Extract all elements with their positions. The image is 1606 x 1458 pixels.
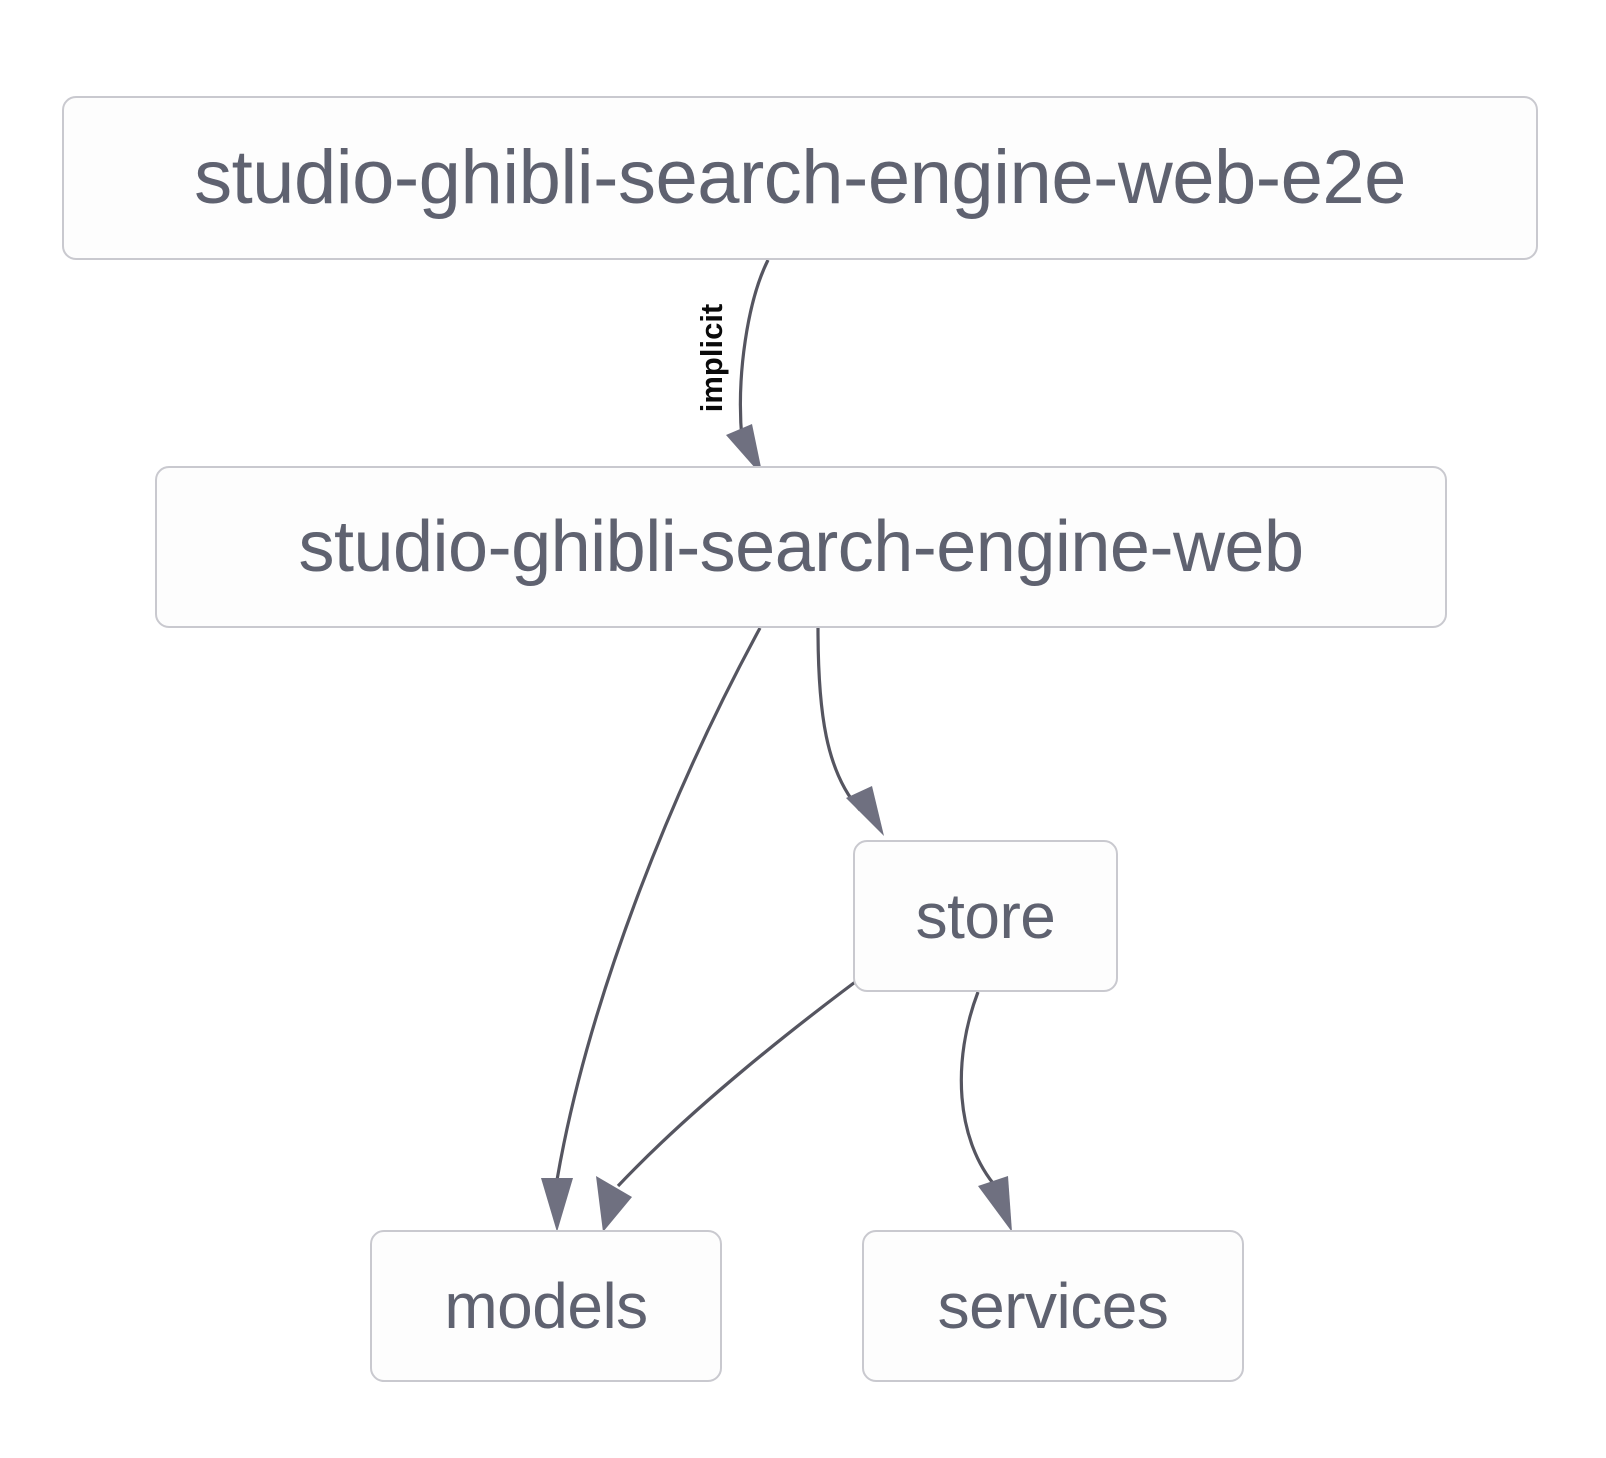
node-studio-ghibli-search-engine-web[interactable]: studio-ghibli-search-engine-web [155,466,1447,628]
edge-root-to-web[interactable]: implicit [694,259,770,477]
edge-web-to-models[interactable] [541,627,762,1232]
node-studio-ghibli-search-engine-web-e2e[interactable]: studio-ghibli-search-engine-web-e2e [62,96,1538,260]
node-label: services [937,1270,1169,1342]
edge-web-to-store-path [816,627,862,812]
edge-web-to-store-arrowhead [846,786,884,836]
edge-root-to-web-path [738,259,770,441]
node-store[interactable]: store [853,840,1118,992]
edge-store-to-models-path [616,966,875,1188]
edge-root-to-web-arrowhead [726,424,763,477]
edge-store-to-models[interactable] [596,966,875,1232]
node-models[interactable]: models [370,1230,722,1382]
node-services[interactable]: services [862,1230,1244,1382]
node-label: studio-ghibli-search-engine-web [298,507,1304,587]
node-label: store [915,880,1056,952]
edge-store-to-services-arrowhead [978,1176,1012,1232]
edge-store-to-services[interactable] [959,991,1012,1232]
edge-label-implicit: implicit [694,304,729,413]
edge-store-to-models-arrowhead [596,1176,632,1232]
node-label: studio-ghibli-search-engine-web-e2e [194,135,1406,220]
edge-web-to-models-path [555,627,762,1181]
edge-web-to-models-arrowhead [541,1178,573,1232]
node-label: models [444,1270,648,1342]
edge-web-to-store[interactable] [816,627,884,836]
edge-store-to-services-path [959,991,999,1190]
